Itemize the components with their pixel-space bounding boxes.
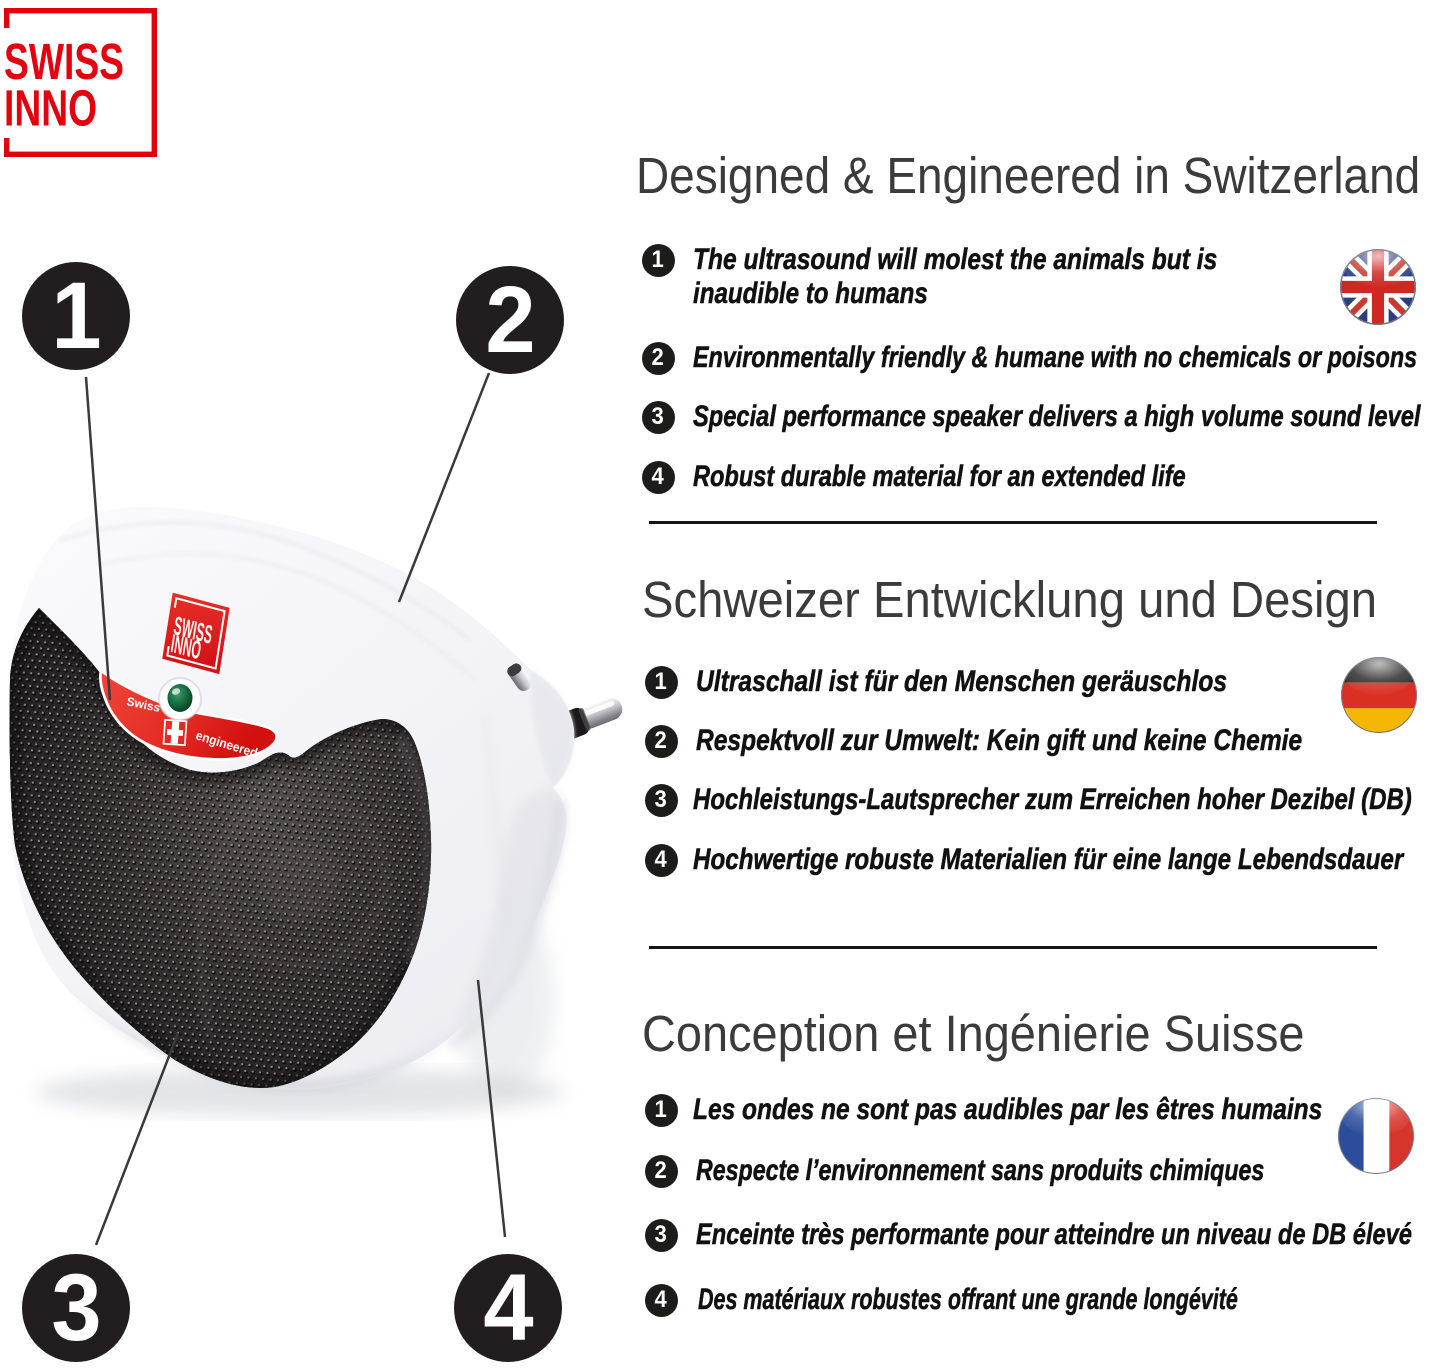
svg-text:SWISS: SWISS bbox=[4, 33, 124, 90]
svg-text:INNO: INNO bbox=[4, 80, 97, 137]
svg-text:Swiss: Swiss bbox=[125, 694, 162, 715]
